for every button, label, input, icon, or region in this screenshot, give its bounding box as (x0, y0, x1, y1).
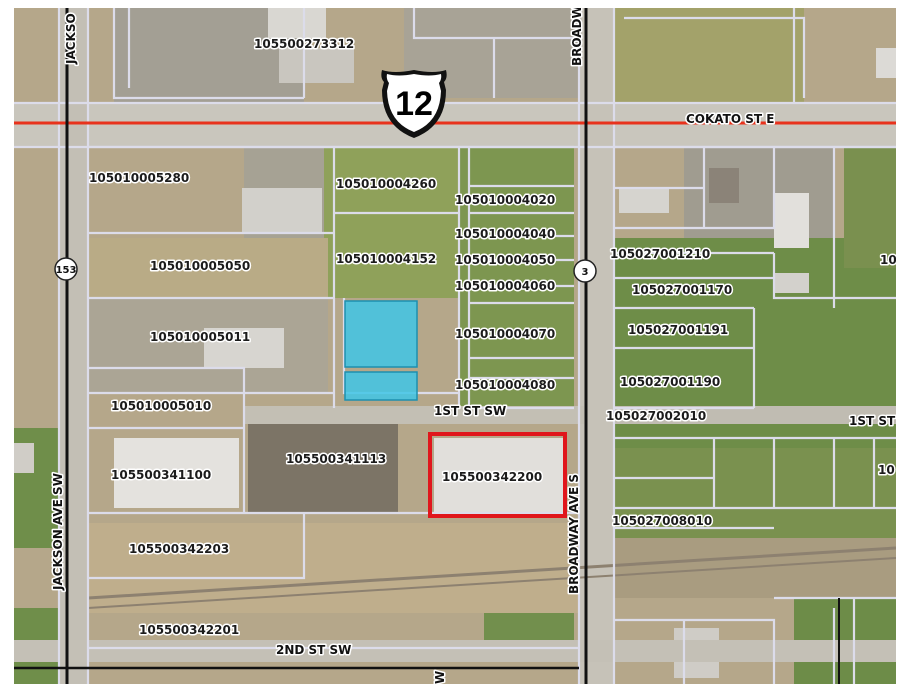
parcel-label: 105500342201 (139, 623, 239, 637)
street-label: BROADWAY AVE S (567, 474, 581, 594)
parcel-label: 105010004080 (455, 378, 555, 392)
parcel-label: 105500341113 (286, 452, 386, 466)
parcel-label: 105027001170 (632, 283, 732, 297)
parcel-labels: 105500273312 105010005280 105010004260 1… (88, 36, 897, 639)
parcel-label: 105027001190 (620, 375, 720, 389)
map-canvas: 153 3 12 COKATO ST E 1ST ST SW 1ST ST 2N… (14, 8, 896, 684)
street-label: 1ST ST SW (434, 404, 506, 418)
parcel-label: 105027001210 (610, 247, 710, 261)
highlighted-parcel[interactable] (344, 371, 418, 401)
parcel-label: 105010005280 (89, 171, 189, 185)
parcel-label: 105010004152 (336, 252, 436, 266)
street-label: COKATO ST E (686, 112, 774, 126)
parcel-label: 105010005050 (150, 259, 250, 273)
us-highway-shield-icon: 12 (381, 70, 447, 138)
parcel-label: 105010004050 (455, 253, 555, 267)
route-marker-label: 153 (56, 265, 77, 276)
parcel-map[interactable]: 153 3 12 COKATO ST E 1ST ST SW 1ST ST 2N… (14, 8, 896, 684)
street-label: JACKSON AVE SW (51, 473, 65, 591)
parcel-label: 105010005011 (150, 330, 250, 344)
route-marker-label: 3 (582, 267, 589, 278)
street-label: 1ST ST (849, 414, 896, 428)
parcel-label: 105500341100 (111, 468, 211, 482)
parcel-label: 105010004260 (336, 177, 436, 191)
parcel-label: 105010005010 (111, 399, 211, 413)
parcel-label: 105500342203 (129, 542, 229, 556)
highway-shield-number: 12 (395, 85, 433, 123)
parcel-label: 105500342200 (442, 470, 542, 484)
street-label: 2ND ST SW (276, 643, 351, 657)
parcel-label: 105027001191 (628, 323, 728, 337)
parcel-label: 105500273312 (254, 37, 354, 51)
parcel-label: 105010004060 (455, 279, 555, 293)
street-label: W (433, 671, 447, 684)
parcel-label: 105010004040 (455, 227, 555, 241)
parcel-label: 105010004070 (455, 327, 555, 341)
parcel-lines (14, 8, 896, 684)
parcel-label: 105027002010 (606, 409, 706, 423)
parcel-label: 10 (878, 463, 895, 477)
street-label: JACKSO (64, 13, 78, 65)
highlighted-parcel[interactable] (344, 300, 418, 368)
route-marker-icon: 3 (573, 259, 597, 283)
parcel-label: 105010004020 (455, 193, 555, 207)
street-label: BROADW (570, 8, 584, 66)
selected-parcel-outline[interactable] (428, 432, 567, 518)
route-marker-icon: 153 (54, 257, 78, 281)
parcel-label: 10 (880, 253, 896, 267)
parcel-label: 105027008010 (612, 514, 712, 528)
